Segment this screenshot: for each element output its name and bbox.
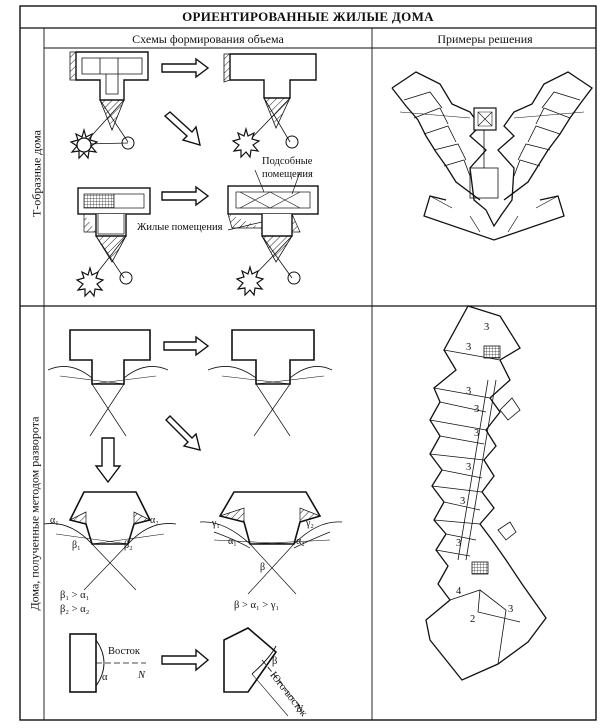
plan-number: 4: [456, 586, 462, 597]
inequality-beta1: β₁ > α₁: [60, 590, 90, 601]
arrow-down: [94, 437, 122, 484]
angle-g2: γ₂: [306, 518, 314, 529]
label-north-2: N: [296, 704, 304, 715]
angle-b1: β₁: [72, 540, 81, 551]
label-beta-orient: β: [272, 656, 278, 667]
arrow-right-4: [161, 648, 210, 672]
table-frame: [19, 5, 597, 721]
angle-b-right: β: [260, 562, 266, 573]
header-examples: Примеры решения: [437, 32, 533, 46]
sun-icon: [75, 265, 105, 298]
plan-number: 3: [466, 342, 472, 353]
plan-number: 3: [474, 428, 480, 439]
angle-b2: β₂: [124, 540, 133, 551]
plan-number: 3: [474, 404, 480, 415]
example-plan-rotated: [425, 305, 547, 681]
label-alpha: α: [102, 672, 108, 683]
sun-icon: [231, 126, 261, 159]
plan-number: 3: [456, 538, 462, 549]
angle-a2-right: α₂: [296, 536, 305, 547]
plan-number: 3: [508, 604, 514, 615]
t-house-scheme-1b: [223, 53, 317, 149]
t-house-scheme-2a: [77, 187, 151, 285]
arrow-right-1: [161, 57, 210, 79]
plan-number: 3: [466, 386, 472, 397]
plan-number: 2: [470, 614, 476, 625]
plan-number: 3: [460, 496, 466, 507]
label-aux-rooms-2: помещения: [262, 169, 313, 180]
example-plan-t-shaped: [391, 71, 593, 241]
arrow-diagonal-2: [165, 415, 201, 451]
label-north-1: N: [138, 670, 146, 681]
orientation-scheme-southeast: [223, 627, 301, 717]
header-schemes: Схемы формирования объема: [132, 32, 284, 46]
arrow-right-3: [163, 335, 210, 357]
angle-g1: γ₁: [212, 518, 220, 529]
angle-a2: α₂: [150, 515, 159, 526]
rotated-scheme-1b: [207, 329, 333, 437]
arrow-right-2: [161, 185, 210, 207]
plan-number: 3: [484, 322, 490, 333]
angle-a1-right: α₁: [228, 536, 237, 547]
sun-icon: [235, 264, 265, 297]
inequality-beta2: β₂ > α₂: [60, 604, 90, 615]
label-living-rooms: Жилые помещения: [136, 222, 224, 233]
t-house-scheme-2b: [227, 169, 319, 285]
t-house-scheme-1a: [69, 51, 149, 150]
rotated-scheme-2b: [199, 491, 343, 595]
label-aux-rooms-1: Подсобные: [262, 156, 313, 167]
rotated-scheme-1a: [47, 329, 169, 437]
label-east: Восток: [108, 646, 140, 657]
sun-icon: [69, 127, 99, 160]
page-title: ОРИЕНТИРОВАННЫЕ ЖИЛЫЕ ДОМА: [182, 9, 434, 24]
rotated-scheme-2a: [43, 491, 177, 591]
angle-a1: α₁: [50, 515, 59, 526]
inequality-chain: β > α₁ > γ₁: [234, 600, 280, 611]
orientation-scheme-east: [69, 633, 146, 693]
plan-number: 3: [466, 462, 472, 473]
arrow-diagonal-1: [163, 111, 201, 147]
